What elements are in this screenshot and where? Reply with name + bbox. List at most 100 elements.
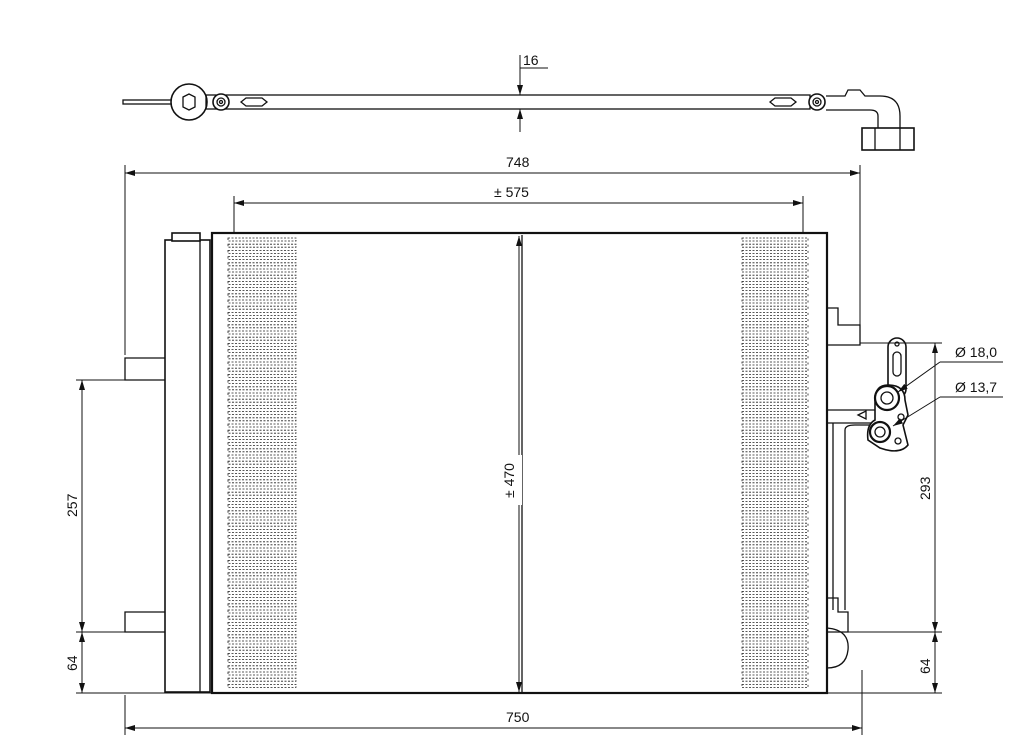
- fin: [741, 603, 809, 608]
- fin: [741, 380, 809, 385]
- fin: [741, 299, 809, 304]
- fin: [741, 355, 809, 360]
- fin: [227, 429, 297, 434]
- fin: [741, 361, 809, 366]
- fin: [227, 646, 297, 651]
- fin: [227, 411, 297, 416]
- fin: [741, 591, 809, 595]
- fin: [741, 454, 809, 459]
- fin: [741, 249, 809, 254]
- dim-port-diameter-small: Ø 13,7: [955, 379, 997, 395]
- fin: [227, 473, 297, 478]
- fin: [227, 299, 297, 304]
- fin: [741, 497, 809, 502]
- fin: [741, 429, 809, 434]
- fin: [227, 466, 297, 471]
- fin: [227, 504, 297, 509]
- fin: [741, 572, 809, 577]
- fin: [741, 510, 809, 515]
- fin: [741, 423, 809, 428]
- fin: [741, 268, 809, 273]
- fin: [741, 628, 809, 632]
- fin: [227, 318, 297, 323]
- fin: [227, 274, 297, 279]
- fin: [227, 516, 297, 521]
- fin: [741, 305, 809, 310]
- fin: [741, 473, 809, 478]
- fin: [741, 671, 809, 676]
- fin: [741, 287, 809, 292]
- fin: [227, 609, 297, 614]
- fin: [741, 330, 809, 335]
- fin: [227, 330, 297, 335]
- fin: [741, 541, 809, 546]
- fin-bands: [227, 237, 809, 688]
- fin: [227, 510, 297, 515]
- dim-bracket-spacing: 257: [64, 493, 80, 517]
- fin: [741, 280, 809, 285]
- fin: [227, 417, 297, 422]
- fin: [227, 392, 297, 397]
- fin: [227, 615, 297, 620]
- fin: [227, 404, 297, 409]
- fin: [741, 262, 809, 267]
- fin: [227, 671, 297, 676]
- fin: [227, 603, 297, 608]
- fin: [741, 311, 809, 316]
- fin: [227, 442, 297, 447]
- fin: [741, 274, 809, 279]
- dim-bracket-bottom-left: 64: [64, 655, 80, 671]
- dim-overall-width-bottom: 750: [506, 709, 530, 725]
- fin: [741, 460, 809, 465]
- fin: [227, 677, 297, 682]
- fin: [227, 460, 297, 465]
- fin: [227, 584, 297, 589]
- fin: [227, 491, 297, 496]
- dim-overall-width-top: 748: [506, 154, 530, 170]
- fin: [741, 653, 809, 657]
- fin: [741, 392, 809, 397]
- fin: [741, 560, 809, 564]
- fin: [741, 318, 809, 323]
- fin: [227, 380, 297, 385]
- fin: [227, 287, 297, 292]
- fin: [741, 529, 809, 533]
- fin: [227, 256, 297, 261]
- fin: [741, 442, 809, 447]
- fin: [741, 466, 809, 471]
- fin: [227, 572, 297, 577]
- fin: [741, 373, 809, 378]
- fin: [741, 398, 809, 403]
- fin: [227, 423, 297, 428]
- fin: [741, 479, 809, 484]
- fin: [227, 367, 297, 372]
- fin: [227, 560, 297, 564]
- dim-thickness: 16: [523, 52, 539, 68]
- fin: [227, 448, 297, 453]
- fin: [741, 448, 809, 453]
- fin: [227, 566, 297, 570]
- fin: [741, 349, 809, 354]
- fin: [227, 311, 297, 316]
- fin: [227, 355, 297, 360]
- dim-port-diameter-large: Ø 18,0: [955, 344, 997, 360]
- fin: [227, 454, 297, 459]
- fin: [741, 535, 809, 539]
- fin: [741, 336, 809, 341]
- fin: [227, 640, 297, 645]
- fin: [227, 435, 297, 440]
- fin: [741, 243, 809, 248]
- fin: [227, 553, 297, 558]
- fin: [227, 684, 297, 688]
- fin: [227, 578, 297, 583]
- fin: [741, 417, 809, 422]
- fin: [741, 578, 809, 583]
- dim-core-width: ± 575: [494, 184, 529, 200]
- fin: [741, 491, 809, 496]
- fin: [227, 293, 297, 298]
- fin: [741, 411, 809, 416]
- fin: [227, 268, 297, 273]
- fin: [741, 237, 809, 242]
- fin: [227, 324, 297, 329]
